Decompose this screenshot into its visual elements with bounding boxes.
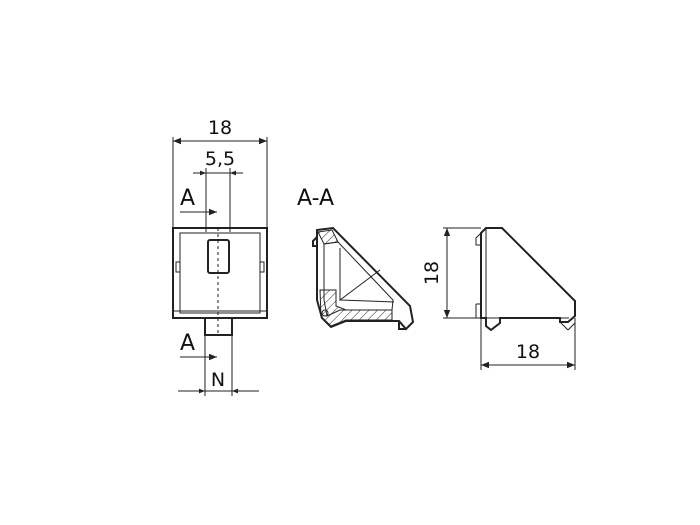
dim-width-18-side: 18 [480, 318, 576, 370]
dim-height-label: 18 [421, 261, 443, 285]
dim-hole-5-5: 5,5 [193, 148, 243, 232]
dim-width-label: 18 [208, 117, 232, 139]
dim-slot-n: N [178, 335, 259, 396]
section-marker-top: A [180, 186, 217, 216]
slot-key [204, 317, 233, 336]
mounting-hole [207, 239, 230, 274]
section-title: A-A [297, 186, 334, 211]
dim-hole-label: 5,5 [205, 148, 235, 170]
bracket-front-body [172, 227, 268, 336]
dim-side-width-label: 18 [516, 341, 540, 363]
side-view: 18 18 [421, 227, 576, 370]
section-marker-bottom: A [180, 331, 217, 361]
section-view: A-A [297, 186, 415, 331]
dim-height-18: 18 [421, 227, 481, 319]
section-profile [312, 226, 415, 331]
bracket-side-body [475, 227, 576, 332]
section-mark-top-label: A [180, 186, 195, 211]
front-view: 18 5,5 A [172, 117, 268, 396]
dim-width-18: 18 [172, 117, 268, 228]
section-mark-bottom-label: A [180, 331, 195, 356]
dim-slot-label: N [211, 369, 225, 391]
